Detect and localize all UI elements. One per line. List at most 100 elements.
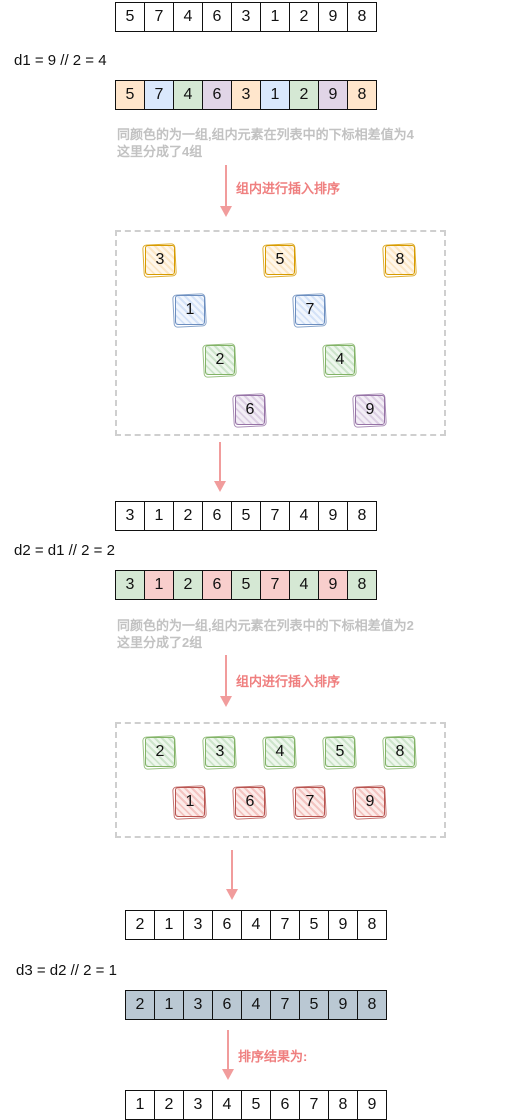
list-cell: 5 [299, 910, 329, 940]
group-item-green: 2 [145, 737, 175, 767]
list-cell: 5 [231, 501, 261, 531]
list-cell: 3 [183, 990, 213, 1020]
step1-groups-box [115, 230, 446, 436]
list-cell: 3 [115, 570, 145, 600]
step2-colored-list: 3 1 2 6 5 7 4 9 8 [115, 570, 377, 600]
list-cell: 4 [173, 2, 203, 32]
list-cell: 1 [260, 80, 290, 110]
step1-colored-list: 5 7 4 6 3 1 2 9 8 [115, 80, 377, 110]
step2-result-list: 2 1 3 6 4 7 5 9 8 [125, 910, 387, 940]
step2-groups-box [115, 722, 446, 838]
list-cell: 1 [144, 570, 174, 600]
list-cell: 3 [231, 80, 261, 110]
step3-colored-list: 2 1 3 6 4 7 5 9 8 [125, 990, 387, 1020]
list-cell: 8 [328, 1090, 358, 1120]
group-item-red: 9 [355, 787, 385, 817]
list-cell: 8 [347, 570, 377, 600]
list-cell: 3 [231, 2, 261, 32]
arrow-down-icon [222, 1030, 234, 1080]
group-item-purple: 9 [355, 395, 385, 425]
list-cell: 2 [173, 570, 203, 600]
list-cell: 4 [241, 990, 271, 1020]
list-cell: 1 [125, 1090, 155, 1120]
group-item-orange: 8 [385, 245, 415, 275]
list-cell: 6 [202, 501, 232, 531]
list-cell: 2 [173, 501, 203, 531]
list-cell: 3 [183, 910, 213, 940]
list-cell: 8 [347, 80, 377, 110]
list-cell: 7 [260, 501, 290, 531]
step1-gap-label: d1 = 9 // 2 = 4 [14, 52, 107, 69]
arrow-down-icon [220, 165, 232, 217]
list-cell: 6 [202, 570, 232, 600]
group-item-orange: 3 [145, 245, 175, 275]
group-item-green: 4 [265, 737, 295, 767]
step1-result-list: 3 1 2 6 5 7 4 9 8 [115, 501, 377, 531]
list-cell: 6 [202, 80, 232, 110]
list-cell: 7 [144, 2, 174, 32]
group-item-green: 8 [385, 737, 415, 767]
list-cell: 9 [357, 1090, 387, 1120]
step2-arrow-label: 组内进行插入排序 [236, 674, 341, 689]
list-cell: 3 [183, 1090, 213, 1120]
group-item-orange: 5 [265, 245, 295, 275]
group-item-purple: 6 [235, 395, 265, 425]
list-cell: 7 [260, 570, 290, 600]
group-item-green: 2 [205, 345, 235, 375]
initial-list: 5 7 4 6 3 1 2 9 8 [115, 2, 377, 32]
list-cell: 8 [347, 501, 377, 531]
step3-arrow-label: 排序结果为: [238, 1049, 308, 1064]
step2-note-line1: 同颜色的为一组,组内元素在列表中的下标相差值为2 [117, 618, 414, 633]
group-item-blue: 1 [175, 295, 205, 325]
list-cell: 5 [241, 1090, 271, 1120]
list-cell: 9 [318, 501, 348, 531]
list-cell: 2 [125, 910, 155, 940]
group-item-green: 3 [205, 737, 235, 767]
list-cell: 9 [328, 910, 358, 940]
list-cell: 4 [212, 1090, 242, 1120]
list-cell: 5 [115, 2, 145, 32]
list-cell: 8 [347, 2, 377, 32]
list-cell: 5 [231, 570, 261, 600]
list-cell: 7 [270, 990, 300, 1020]
list-cell: 2 [154, 1090, 184, 1120]
group-item-red: 6 [235, 787, 265, 817]
list-cell: 5 [299, 990, 329, 1020]
list-cell: 6 [212, 910, 242, 940]
step1-note-line1: 同颜色的为一组,组内元素在列表中的下标相差值为4 [117, 127, 414, 142]
list-cell: 9 [328, 990, 358, 1020]
list-cell: 4 [289, 501, 319, 531]
list-cell: 4 [173, 80, 203, 110]
list-cell: 1 [154, 990, 184, 1020]
step2-gap-label: d2 = d1 // 2 = 2 [14, 542, 115, 559]
group-item-red: 7 [295, 787, 325, 817]
list-cell: 6 [270, 1090, 300, 1120]
list-cell: 7 [144, 80, 174, 110]
arrow-down-icon [220, 655, 232, 707]
list-cell: 4 [241, 910, 271, 940]
list-cell: 5 [115, 80, 145, 110]
list-cell: 1 [144, 501, 174, 531]
group-item-green: 5 [325, 737, 355, 767]
list-cell: 1 [154, 910, 184, 940]
list-cell: 9 [318, 80, 348, 110]
list-cell: 7 [299, 1090, 329, 1120]
list-cell: 6 [212, 990, 242, 1020]
list-cell: 8 [357, 910, 387, 940]
list-cell: 4 [289, 570, 319, 600]
group-item-green: 4 [325, 345, 355, 375]
list-cell: 9 [318, 2, 348, 32]
group-item-red: 1 [175, 787, 205, 817]
step1-note-line2: 这里分成了4组 [117, 144, 203, 159]
arrow-down-icon [226, 850, 238, 900]
list-cell: 3 [115, 501, 145, 531]
list-cell: 2 [289, 2, 319, 32]
step1-arrow-label: 组内进行插入排序 [236, 181, 341, 196]
list-cell: 8 [357, 990, 387, 1020]
list-cell: 9 [318, 570, 348, 600]
list-cell: 6 [202, 2, 232, 32]
list-cell: 7 [270, 910, 300, 940]
step2-note-line2: 这里分成了2组 [117, 635, 203, 650]
list-cell: 2 [125, 990, 155, 1020]
list-cell: 2 [289, 80, 319, 110]
